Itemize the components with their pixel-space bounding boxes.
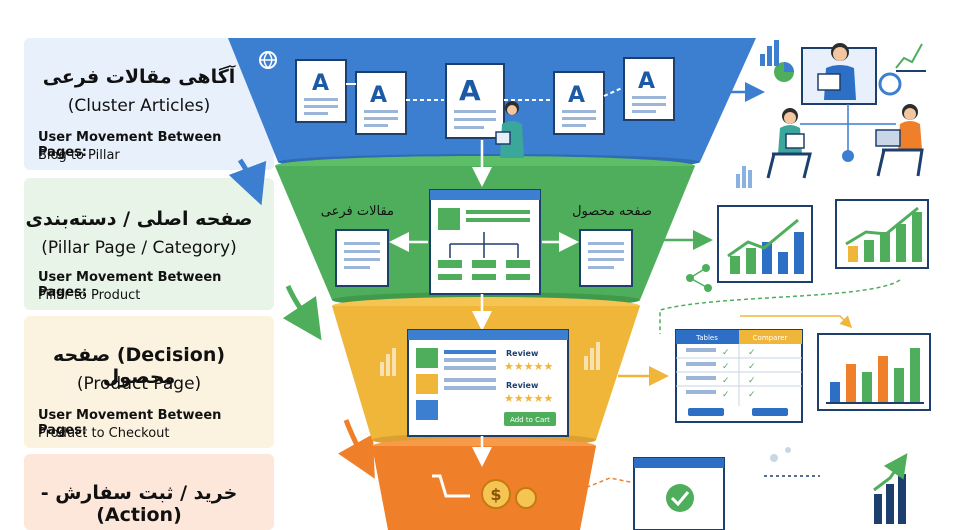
person-sitting-icon [768,108,810,178]
svg-text:A: A [638,69,655,94]
table-header-comparer: Comparer [753,334,788,342]
network-icon [686,264,712,292]
coin-icon [516,488,536,508]
svg-text:✓: ✓ [748,390,756,400]
table-header-tables: Tables [695,334,718,342]
checkout-window [634,458,724,530]
svg-text:✓: ✓ [748,348,756,358]
svg-text:★★★★★: ★★★★★ [504,360,553,373]
svg-text:A: A [312,71,329,96]
svg-text:✓: ✓ [722,390,730,400]
network-icon [770,447,791,462]
comparison-table: Tables Comparer ✓ ✓ ✓ ✓ ✓ ✓ ✓ ✓ [676,330,802,422]
growth-chart-window [718,206,812,282]
document-icon-main: A [446,64,504,138]
document-icon: A [296,60,346,122]
product-page-window: Review ★★★★★ Review ★★★★★ Add to Cart [408,330,568,436]
svg-text:✓: ✓ [748,362,756,372]
document-icon [336,230,388,286]
svg-text:✓: ✓ [748,376,756,386]
svg-text:★★★★★: ★★★★★ [504,392,553,405]
svg-text:A: A [568,83,585,108]
funnel-layer-orange [372,438,596,530]
arrow-down-orange [346,420,370,470]
bar-chart-window [818,334,930,410]
svg-text:✓: ✓ [722,362,730,372]
webpage-wireframe-icon [430,190,540,294]
document-icon: A [624,58,674,120]
add-to-cart-label: Add to Cart [510,416,550,424]
arrow-down-blue [240,160,258,196]
bar-chart-icon [736,166,752,188]
arrow-down-green [288,286,316,332]
growth-chart-window [836,200,928,268]
svg-text:A: A [459,74,481,107]
document-icon: A [554,72,604,134]
svg-text:✓: ✓ [722,376,730,386]
review-label: Review [506,381,539,390]
review-label: Review [506,349,539,358]
svg-text:$: $ [490,485,501,504]
success-chart-icon [874,458,906,524]
document-icon [580,230,632,286]
bar-chart-icon [760,40,779,66]
document-icon: A [356,72,406,134]
coin-icon: $ [482,480,510,508]
line-chart-icon [896,44,926,72]
svg-text:✓: ✓ [722,348,730,358]
gauge-icon [880,74,900,94]
label-product-page: صفحه محصول [572,204,652,219]
svg-text:A: A [370,83,387,108]
label-cluster-articles: مقالات فرعی [321,204,394,219]
person-laptop-icon [876,104,922,176]
